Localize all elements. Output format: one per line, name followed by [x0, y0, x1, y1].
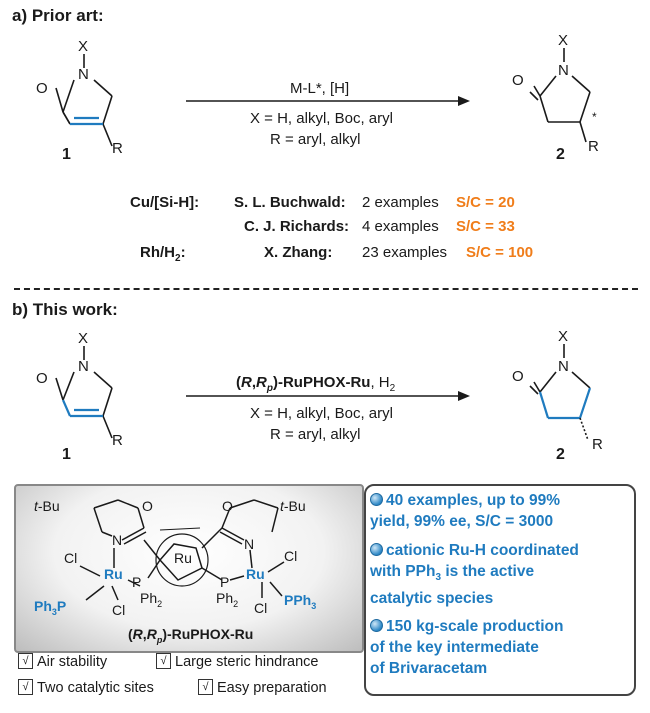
prod-a-star: *	[592, 110, 597, 124]
section-a-product	[529, 48, 591, 143]
prod-b-o: O	[512, 368, 524, 385]
section-a-arrow	[186, 96, 470, 106]
feature-steric-hindrance: √Large steric hindrance	[156, 653, 318, 670]
cat-ru-center: Ru	[174, 550, 192, 566]
sm-a-o: O	[36, 80, 48, 97]
cat-p-right: P	[220, 574, 230, 590]
cat-ru-right: Ru	[246, 566, 265, 582]
prod-b-x: X	[558, 328, 569, 345]
row2-author: C. J. Richards:	[244, 218, 350, 235]
prod-b-n: N	[558, 358, 569, 375]
prod-a-o: O	[512, 72, 524, 89]
sm-a-x: X	[78, 38, 89, 55]
row2-examples: 4 examples	[362, 218, 439, 235]
section-b-product	[529, 344, 592, 441]
catalyst-structure-box	[14, 484, 364, 653]
section-divider	[14, 288, 638, 290]
sm-b-r: R	[112, 432, 123, 449]
prod-b-label: 2	[556, 446, 565, 463]
row2-sc: S/C = 33	[456, 218, 515, 235]
sm-a-r: R	[112, 140, 123, 157]
cat-ph2-left: Ph2	[140, 590, 163, 609]
cat-p-left: P	[132, 574, 142, 590]
sm-a-n: N	[78, 66, 89, 83]
row1-author: S. L. Buchwald:	[234, 194, 346, 211]
row1-catalyst: Cu/[Si-H]:	[130, 194, 200, 211]
cat-cl4: Cl	[254, 600, 268, 616]
row1-examples: 2 examples	[362, 194, 439, 211]
section-a-cond1: X = H, alkyl, Boc, aryl	[250, 110, 393, 127]
section-a-reagent: M-L*, [H]	[290, 80, 350, 97]
catalyst-name: (R,Rp)-RuPHOX-Ru	[128, 626, 254, 645]
cat-n-right: N	[244, 536, 255, 552]
bullet-icon	[370, 493, 383, 507]
prod-a-n: N	[558, 62, 569, 79]
section-b-reagent: (R,Rp)-RuPHOX-Ru, H2	[236, 374, 396, 394]
section-a-title: a) Prior art:	[12, 6, 104, 25]
cat-o-left: O	[142, 498, 153, 514]
prod-b-r: R	[592, 436, 603, 453]
highlight-2: cationic Ru-H coordinated with PPh3 is t…	[370, 542, 579, 608]
catalyst-structure	[79, 499, 285, 601]
cat-tbu-left: t-Bu	[34, 498, 60, 514]
row3-catalyst: Rh/H2:	[140, 244, 186, 264]
cat-o-right: O	[222, 498, 233, 514]
sm-b-label: 1	[62, 446, 71, 463]
cat-ru-left: Ru	[104, 566, 123, 582]
feature-two-sites: √Two catalytic sites	[18, 679, 154, 696]
sm-b-x: X	[78, 330, 89, 347]
sm-b-o: O	[36, 370, 48, 387]
cat-pph3-right: PPh3	[284, 592, 317, 611]
row3-examples: 23 examples	[362, 244, 448, 261]
bullet-icon	[370, 619, 383, 633]
checkbox-icon: √	[198, 679, 213, 696]
checkbox-icon: √	[156, 653, 171, 670]
cat-cl3: Cl	[284, 548, 298, 564]
section-b-cond2: R = aryl, alkyl	[270, 426, 361, 443]
row3-sc: S/C = 100	[466, 244, 534, 261]
cat-ph2-right: Ph2	[216, 590, 239, 609]
checkbox-icon: √	[18, 679, 33, 696]
checkbox-icon: √	[18, 653, 33, 670]
cat-tbu-right: t-Bu	[280, 498, 306, 514]
sm-b-n: N	[78, 358, 89, 375]
sm-a-label: 1	[62, 146, 71, 163]
prod-a-label: 2	[556, 146, 565, 163]
row3-author: X. Zhang:	[264, 244, 333, 261]
row1-sc: S/C = 20	[456, 194, 515, 211]
cat-cl2: Cl	[112, 602, 126, 618]
section-a-starting-material	[55, 54, 113, 147]
bullet-icon	[370, 543, 383, 557]
section-b-arrow	[186, 391, 470, 401]
section-a-cond2: R = aryl, alkyl	[270, 131, 361, 148]
prod-a-r: R	[588, 138, 599, 155]
highlight-3: 150 kg-scale production of the key inter…	[370, 618, 564, 677]
section-b-cond1: X = H, alkyl, Boc, aryl	[250, 405, 393, 422]
section-b-starting-material	[55, 346, 113, 439]
feature-air-stability: √Air stability	[18, 653, 107, 670]
section-b-title: b) This work:	[12, 300, 118, 319]
cat-pph3-left: Ph3P	[34, 598, 67, 617]
prod-a-x: X	[558, 32, 569, 49]
highlights-box: 40 examples, up to 99% yield, 99% ee, S/…	[364, 484, 636, 696]
cat-cl1: Cl	[64, 550, 78, 566]
cat-n-left: N	[112, 532, 123, 548]
highlight-1: 40 examples, up to 99% yield, 99% ee, S/…	[370, 492, 561, 530]
feature-easy-prep: √Easy preparation	[198, 679, 327, 696]
